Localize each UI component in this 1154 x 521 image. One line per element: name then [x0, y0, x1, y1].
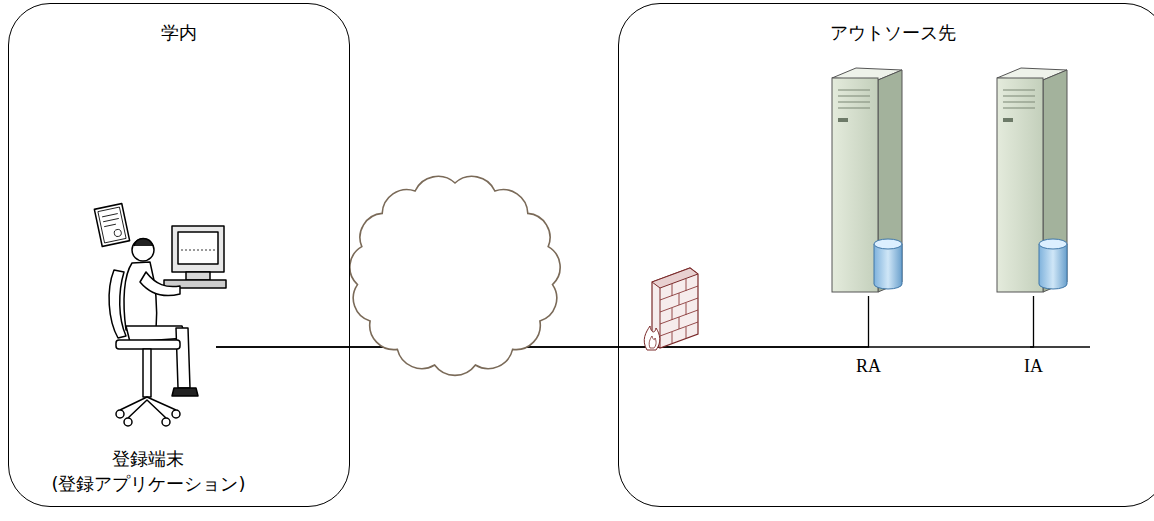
server-node: RA — [831, 66, 906, 296]
region-heading-block: アウトソース先 — [619, 4, 1154, 45]
device-label: RA — [856, 354, 881, 379]
device-label: (登録アプリケーション) — [51, 471, 245, 496]
network-line — [1030, 346, 1090, 347]
terminal-operator-icon — [94, 204, 226, 426]
firewall-icon — [644, 268, 698, 350]
device-label: IA — [1024, 354, 1043, 379]
icon-label-block: RA — [856, 354, 881, 379]
server-node: IA — [996, 66, 1071, 296]
outsource-region: アウトソース先 RA IA — [618, 3, 1154, 507]
region-heading-block: 学内 — [9, 4, 349, 45]
server-icon — [832, 68, 902, 292]
device-label: 登録端末 — [51, 446, 245, 471]
network-cloud — [350, 176, 560, 375]
registration-terminal: 登録端末(登録アプリケーション) — [81, 200, 216, 440]
region-title: アウトソース先 — [619, 20, 1154, 45]
server-icon — [997, 68, 1067, 292]
icon-label-block: 登録端末(登録アプリケーション) — [51, 446, 245, 496]
network-connector — [216, 296, 1034, 347]
icon-label-block: IA — [1024, 354, 1043, 379]
region-title: 学内 — [9, 20, 349, 45]
campus-region: 学内登録端末(登録アプリケーション) — [8, 3, 350, 507]
